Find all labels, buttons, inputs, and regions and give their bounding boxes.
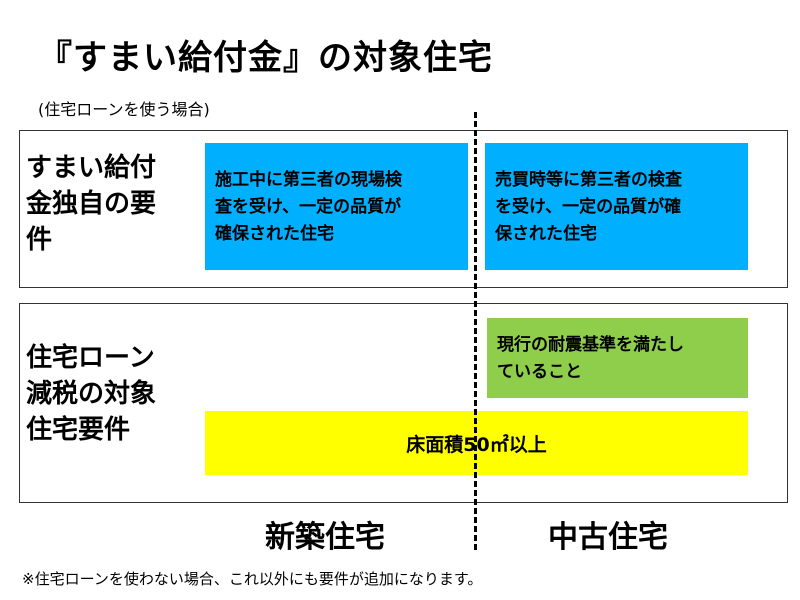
requirement-box-new-inspection: 施工中に第三者の現場検 査を受け、一定の品質が 確保された住宅 [205,143,468,270]
section-label-line: すまい給付 [26,153,157,183]
box-text-line: 確保された住宅 [215,224,334,244]
section-label-line: 件 [26,225,53,255]
requirement-box-used-inspection: 売買時等に第三者の検査 を受け、一定の品質が確 保された住宅 [485,143,748,270]
box-text-line: 施工中に第三者の現場検 [215,170,402,190]
column-label-used: 中古住宅 [548,520,668,555]
section-label-line: 住宅ローン [26,343,155,373]
page-title: 『すまい給付金』の対象住宅 [38,38,493,78]
section-label-line: 金独自の要 [26,189,157,219]
section-label-line: 減税の対象 [26,379,157,409]
section-label-sumai: すまい給付 金独自の要 件 [26,150,156,258]
column-label-new: 新築住宅 [265,520,385,555]
box-text-line: 売買時等に第三者の検査 [495,170,682,190]
section-label-loan: 住宅ローン 減税の対象 住宅要件 [26,340,156,448]
box-text-line: を受け、一定の品質が確 [495,197,682,217]
section-label-line: 住宅要件 [26,415,131,445]
box-text-line: ていること [497,362,582,382]
column-divider [474,112,477,550]
box-text-line: 査を受け、一定の品質が [215,197,402,217]
footnote: ※住宅ローンを使わない場合、これ以外にも要件が追加になります。 [22,570,483,588]
requirement-box-earthquake: 現行の耐震基準を満たし ていること [487,318,748,398]
box-text-line: 現行の耐震基準を満たし [497,335,684,355]
page-subtitle: (住宅ローンを使う場合) [38,100,210,119]
box-text-line: 保された住宅 [495,224,597,244]
